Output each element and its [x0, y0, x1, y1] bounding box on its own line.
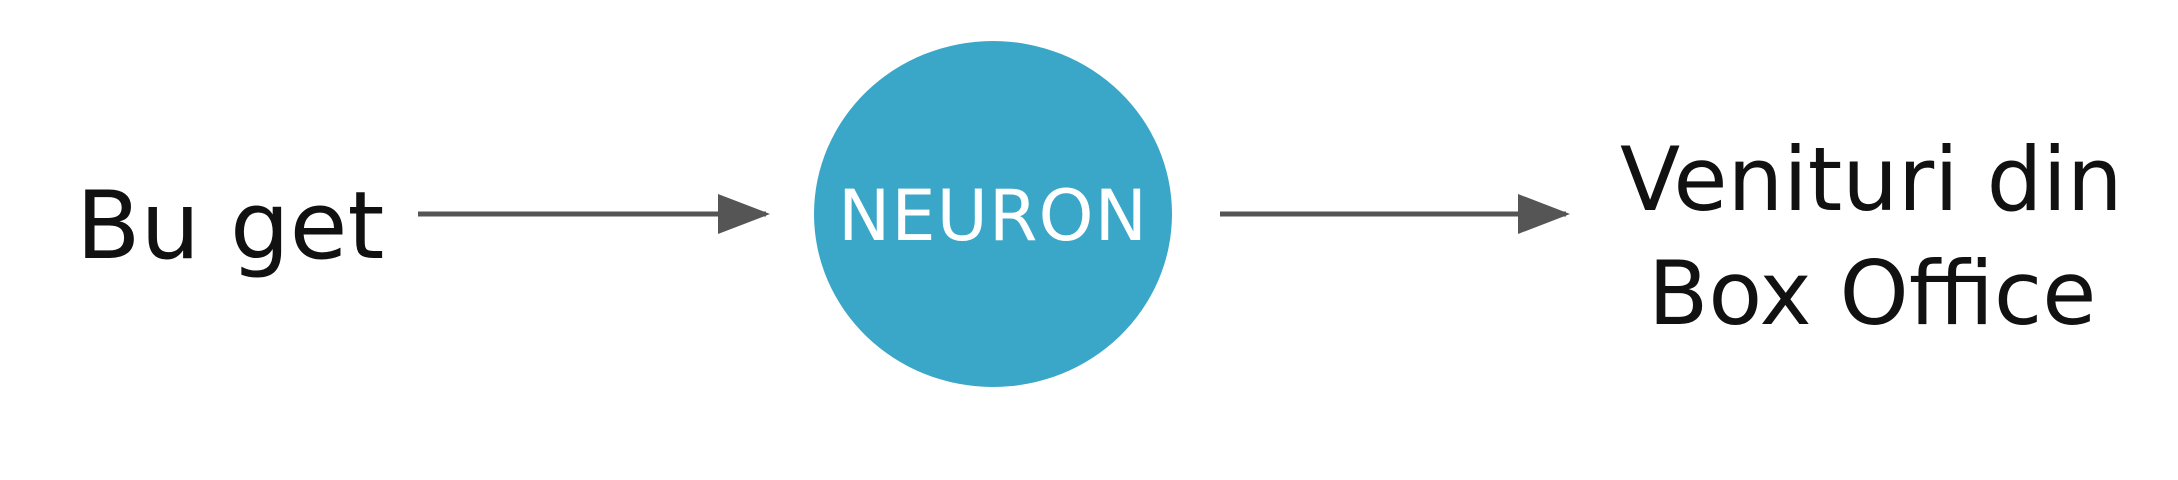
input-label: Bu get [76, 172, 384, 281]
output-label-line1: Venituri din [1620, 128, 2123, 231]
neuron-label: NEURON [838, 175, 1148, 257]
neuron-node [814, 41, 1172, 387]
output-label-line2: Box Office [1648, 242, 2096, 345]
